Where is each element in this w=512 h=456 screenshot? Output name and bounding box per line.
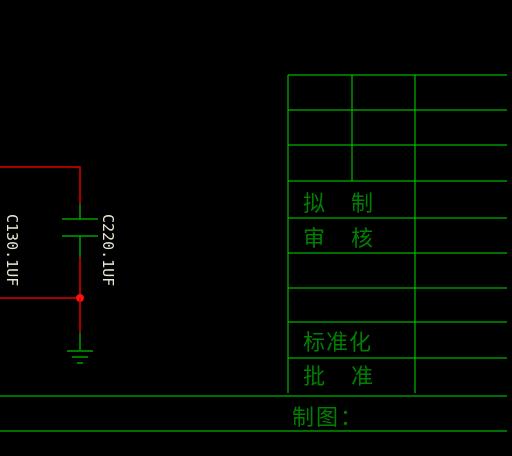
footer-label-drawer: 制图： <box>292 406 364 431</box>
title-block-labels: 拟 制 审 核 标准化 批 准 制图： <box>292 192 375 431</box>
capacitor-c22 <box>62 204 98 257</box>
circuit: C130.1UF C220.1UF <box>0 166 117 364</box>
title-block <box>0 74 507 432</box>
title-row-label-approve: 批 准 <box>303 365 375 390</box>
title-row-label-review: 审 核 <box>303 227 375 252</box>
component-label-c22: C220.1UF <box>99 214 117 286</box>
ground-symbol <box>67 333 93 364</box>
component-label-c13: C130.1UF <box>3 214 21 286</box>
title-row-label-standardization: 标准化 <box>303 331 372 356</box>
net-wire-top <box>0 166 81 204</box>
title-row-label-draft: 拟 制 <box>303 192 375 217</box>
